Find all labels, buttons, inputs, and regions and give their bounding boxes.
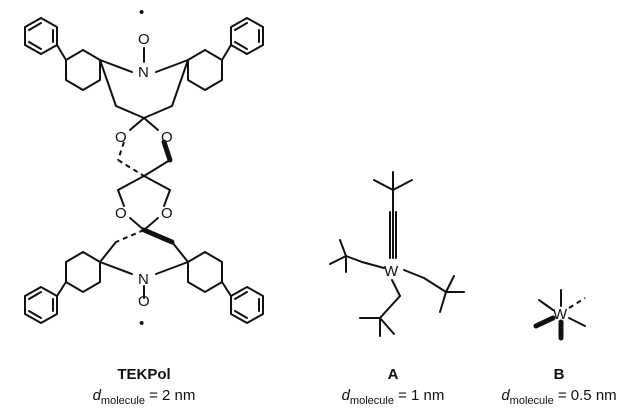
oxygen-dioxane-top-left: O [115,129,127,146]
cyclohexane-bottom-left [56,251,101,297]
radical-bottom: • [139,315,144,332]
oxygen-dioxane-top-right: O [161,129,173,146]
molecule-diameter-tekpol: dmolecule = 2 nm [92,387,196,407]
radical-top: • [139,4,144,21]
molecule-diameter-a: dmolecule = 1 nm [341,387,445,407]
piperidine-bottom [99,227,189,299]
phenyl-top-left [24,17,67,61]
molecule-a-structure: W [329,171,465,337]
oxygen-top-nitroxide: O [138,31,150,48]
phenyl-top-right [221,17,264,61]
tungsten-b: W [553,306,568,323]
cyclohexane-bottom-right [187,251,232,297]
nitrogen-bottom: N [138,271,149,288]
cyclohexane-top-right [187,49,223,91]
oxygen-dioxane-bottom-right: O [161,205,173,222]
tekpol-structure: • O N O O O O N O • [24,4,264,332]
dioxane-bottom [117,175,171,231]
oxygen-dioxane-bottom-left: O [115,205,127,222]
caption-tekpol: TEKPol dmolecule = 2 nm [64,366,224,407]
dioxane-top [117,117,173,177]
nitrogen-top: N [138,64,149,81]
phenyl-bottom-left [24,286,58,324]
tungsten-a: W [384,263,399,280]
molecule-name-tekpol: TEKPol [117,366,171,383]
cyclohexane-top-left [65,49,101,91]
molecule-name-a: A [387,366,399,383]
molecule-b-structure: W [533,289,586,341]
molecule-diameter-b: dmolecule = 0.5 nm [501,387,617,407]
phenyl-bottom-right [230,286,264,324]
oxygen-bottom-nitroxide: O [138,293,150,310]
caption-a: A dmolecule = 1 nm [313,366,473,407]
molecule-name-b: B [553,366,565,383]
caption-b: B dmolecule = 0.5 nm [478,366,640,407]
piperidine-top [99,47,189,119]
